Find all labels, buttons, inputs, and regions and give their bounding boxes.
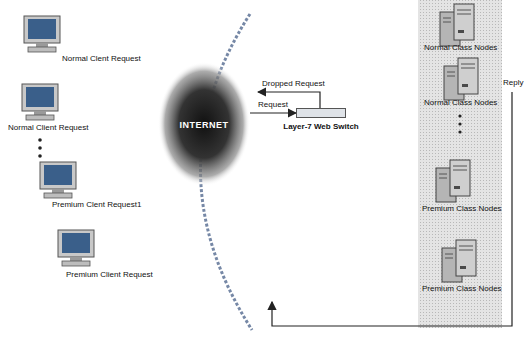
- node-text: Premium Clent Request1: [52, 200, 141, 210]
- request-arrow: [250, 112, 296, 113]
- edge-label: Request: [258, 100, 288, 110]
- dropped-label: Dropped Request: [262, 79, 325, 89]
- internet-cloud: INTERNET: [158, 62, 250, 187]
- server-label: Premium Class Nodes: [422, 284, 502, 294]
- node-text: Premium Class Nodes: [422, 284, 502, 294]
- client-label: Premium Clent Request1: [52, 200, 141, 210]
- node-text: Normal Class Nodes: [424, 98, 497, 108]
- node-text: Normal Client Request: [8, 123, 88, 133]
- web-switch: Layer-7 Web Switch: [296, 108, 346, 118]
- node-text: Layer-7 Web Switch: [283, 122, 358, 132]
- client-label: Normal Clent Request: [62, 54, 141, 64]
- client-label: Normal Client Request: [8, 123, 88, 133]
- node-text: Normal Class Nodes: [424, 43, 497, 53]
- node-text: Normal Clent Request: [62, 54, 141, 64]
- node-text: Premium Client Request: [66, 270, 153, 280]
- node-text: INTERNET: [180, 120, 229, 130]
- server-label: Normal Class Nodes: [424, 98, 497, 108]
- node-text: Premium Class Nodes: [422, 204, 502, 214]
- client-label: Premium Client Request: [66, 270, 153, 280]
- reply-label: Reply: [503, 78, 523, 88]
- server-label: Premium Class Nodes: [422, 204, 502, 214]
- server-label: Normal Class Nodes: [424, 43, 497, 53]
